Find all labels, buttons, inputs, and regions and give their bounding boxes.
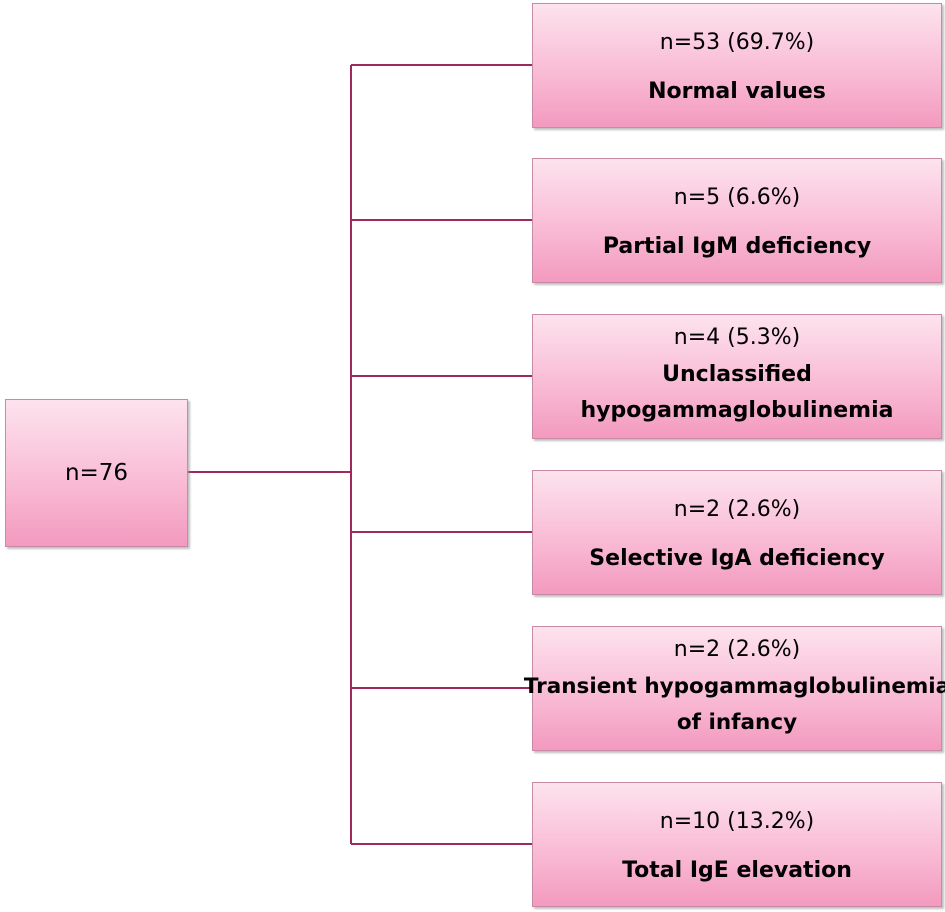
- category-count: n=10 (13.2%): [659, 809, 815, 834]
- category-node-partial-igm: n=5 (6.6%) Partial IgM deficiency: [532, 158, 942, 283]
- category-label-line: of infancy: [676, 710, 798, 735]
- category-node-normal-values: n=53 (69.7%) Normal values: [532, 3, 942, 128]
- category-label: Selective IgA deficiency: [589, 546, 885, 571]
- category-count: n=4 (5.3%): [673, 325, 801, 350]
- category-count: n=2 (2.6%): [673, 637, 801, 662]
- category-label-line: Transient hypogammaglobulinemia: [523, 674, 945, 699]
- category-label-line: Unclassified: [662, 362, 812, 387]
- category-label: Transient hypogammaglobulinemia of infan…: [524, 669, 945, 741]
- category-label-line: hypogammaglobulinemia: [580, 398, 894, 423]
- root-count: n=76: [64, 460, 129, 486]
- category-count: n=53 (69.7%): [659, 30, 815, 55]
- category-node-transient: n=2 (2.6%) Transient hypogammaglobulinem…: [524, 626, 945, 751]
- category-label: Total IgE elevation: [622, 858, 852, 883]
- category-label: Unclassified hypogammaglobulinemia: [577, 357, 898, 429]
- category-node-total-ige: n=10 (13.2%) Total IgE elevation: [532, 782, 942, 907]
- root-node: n=76: [5, 399, 188, 547]
- category-count: n=5 (6.6%): [673, 185, 801, 210]
- category-node-unclassified: n=4 (5.3%) Unclassified hypogammaglobuli…: [532, 314, 942, 439]
- category-count: n=2 (2.6%): [673, 497, 801, 522]
- category-node-selective-iga: n=2 (2.6%) Selective IgA deficiency: [532, 470, 942, 595]
- category-label: Partial IgM deficiency: [602, 234, 872, 259]
- category-label: Normal values: [648, 79, 826, 104]
